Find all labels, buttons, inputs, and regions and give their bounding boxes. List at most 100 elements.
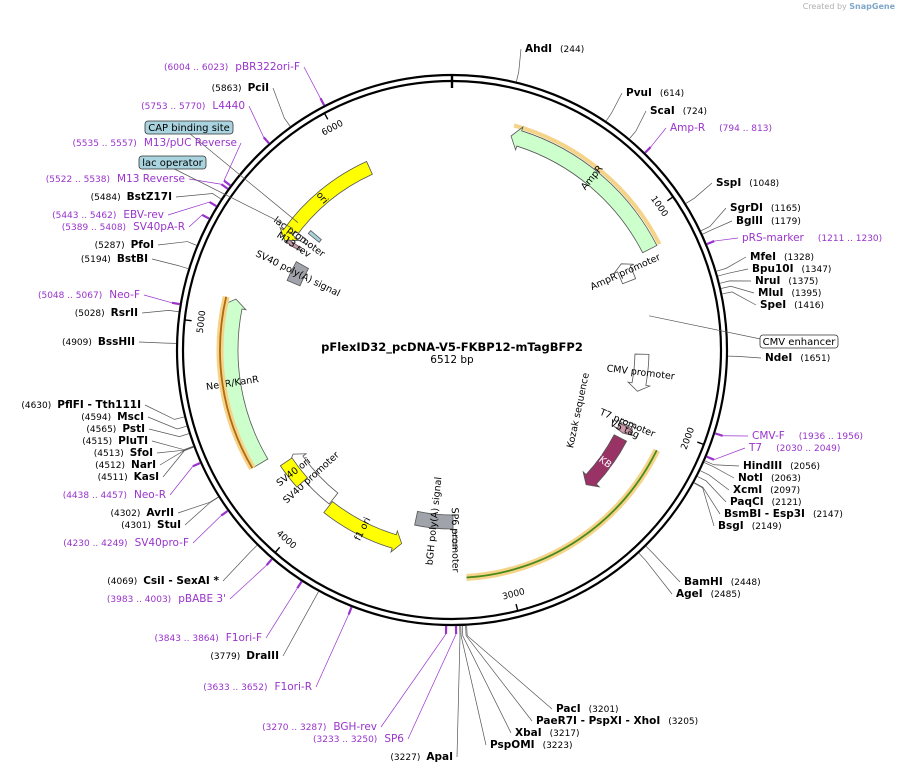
site-position: (1375) <box>788 277 818 287</box>
primer-leader-5 <box>188 214 203 228</box>
primer-label: SP6 <box>384 733 404 745</box>
site-position: (614) <box>660 89 684 99</box>
boxed-feature-label: CAP binding site <box>148 123 230 134</box>
primer-range: (2030 .. 2049) <box>776 444 840 454</box>
site-position: (4513) <box>94 449 124 459</box>
primer-0: pBR322ori-F(6004 .. 6023) <box>164 61 300 73</box>
site-position: (2097) <box>770 486 800 496</box>
primer-label: Amp-R <box>670 122 705 134</box>
site-leader-13 <box>703 462 735 479</box>
boxed-feature-label: CMV enhancer <box>763 337 837 348</box>
primer-16: CMV-F(1936 .. 1956) <box>752 430 863 442</box>
site-7: Bpu10I(1347) <box>752 263 831 275</box>
site-position: (2149) <box>752 522 782 532</box>
primer-label: Neo-R <box>134 489 166 501</box>
tick-label-4000: 4000 <box>274 529 298 552</box>
primer-range: (1211 .. 1230) <box>818 234 882 244</box>
site-leader-14 <box>700 470 730 491</box>
boxed-feature-1: lac operator <box>138 155 207 170</box>
site-leader-12 <box>704 460 740 467</box>
feature-f1-ori <box>323 500 403 554</box>
tick-mark-6000 <box>323 112 329 120</box>
site-position: (4512) <box>95 461 125 471</box>
primer-8: SV40pro-F(4230 .. 4249) <box>63 537 189 549</box>
feature-neo-line <box>219 296 254 469</box>
site-position: (1179) <box>771 217 801 227</box>
site-position: (1416) <box>794 301 824 311</box>
site-leader-21 <box>465 625 533 722</box>
plasmid-name: pFlexID32_pcDNA-V5-FKBP12-mTagBFP2 <box>321 340 583 355</box>
site-14: XcmI (2097) <box>733 484 800 496</box>
site-label: PluTI <box>118 435 148 447</box>
primer-leader-13 <box>407 633 457 740</box>
site-position: (1328) <box>784 253 814 263</box>
site-leader-38 <box>157 241 197 246</box>
snapgene-logo: SnapGene <box>849 2 895 11</box>
site-position: (5194) <box>81 255 111 265</box>
primer-label: BGH-rev <box>333 721 377 733</box>
site-11: NdeI(1651) <box>765 352 830 364</box>
primer-mark-14 <box>644 146 652 154</box>
site-35: KasI(4511) <box>98 471 159 483</box>
site-label: StuI <box>157 519 181 531</box>
primer-range: (3233 .. 3250) <box>313 735 377 745</box>
feature-cap-site <box>307 230 322 243</box>
site-label: PvuI <box>626 87 652 99</box>
site-leader-35 <box>162 446 194 478</box>
site-leader-24 <box>456 625 461 758</box>
site-19: AgeI(2485) <box>676 588 741 600</box>
site-position: (3205) <box>668 717 698 727</box>
site-label: DraIII <box>246 650 279 662</box>
site-leader-0 <box>516 48 522 82</box>
primer-range: (3983 .. 4003) <box>107 595 171 605</box>
site-position: (4909) <box>62 338 92 348</box>
primer-leader-1 <box>248 105 265 138</box>
site-label: PstI <box>122 423 145 435</box>
primer-label: T7 <box>748 442 762 454</box>
site-20: PacI(3201) <box>556 703 619 715</box>
tick-label-6000: 6000 <box>320 119 345 139</box>
tick-label-1000: 1000 <box>648 195 669 220</box>
site-leader-1 <box>605 92 623 122</box>
primer-range: (5389 .. 5408) <box>62 223 126 233</box>
primer-leader-4 <box>167 201 210 216</box>
site-32: PluTI(4515) <box>82 435 148 447</box>
site-34: NarI(4512) <box>95 459 156 471</box>
primer-leader-17 <box>713 447 746 461</box>
site-position: (244) <box>560 45 584 55</box>
feature-sv40-ori <box>279 457 308 488</box>
site-position: (1347) <box>802 265 832 275</box>
site-label: HindIII <box>743 460 782 472</box>
site-leader-25 <box>282 591 319 657</box>
tick-label-2000: 2000 <box>680 426 698 451</box>
feature-mtagbfp2 <box>466 449 658 579</box>
site-39: BstBI(5194) <box>81 253 148 265</box>
site-leader-41 <box>272 87 291 127</box>
primer-label: EBV-rev <box>123 209 164 221</box>
site-leader-34 <box>159 446 194 466</box>
site-leader-29 <box>144 404 185 420</box>
primer-leader-11 <box>315 614 349 688</box>
site-label: NruI <box>755 275 780 287</box>
site-position: (3217) <box>550 729 580 739</box>
site-30: MscI(4594) <box>81 411 144 423</box>
site-position: (724) <box>683 107 707 117</box>
primer-mark-3 <box>220 183 229 190</box>
site-leader-27 <box>177 496 219 514</box>
primer-range: (794 .. 813) <box>719 124 772 134</box>
site-position: (2147) <box>813 510 843 520</box>
primer-label: M13 Reverse <box>117 173 185 185</box>
primer-mark-10 <box>296 580 303 589</box>
site-label: XbaI <box>515 727 542 739</box>
site-leader-36 <box>138 341 177 344</box>
primer-leader-6 <box>143 294 173 304</box>
primer-mark-4 <box>209 201 217 208</box>
primer-range: (5753 .. 5770) <box>141 102 205 112</box>
boxed-feature-2: CMV enhancer <box>759 334 839 349</box>
site-label: XcmI <box>733 484 762 496</box>
site-leader-3 <box>685 182 713 204</box>
feature-cmv-promoter <box>626 353 652 392</box>
primer-mark-1 <box>262 136 270 145</box>
site-leader-37 <box>141 310 179 314</box>
site-label: MscI <box>117 411 144 423</box>
